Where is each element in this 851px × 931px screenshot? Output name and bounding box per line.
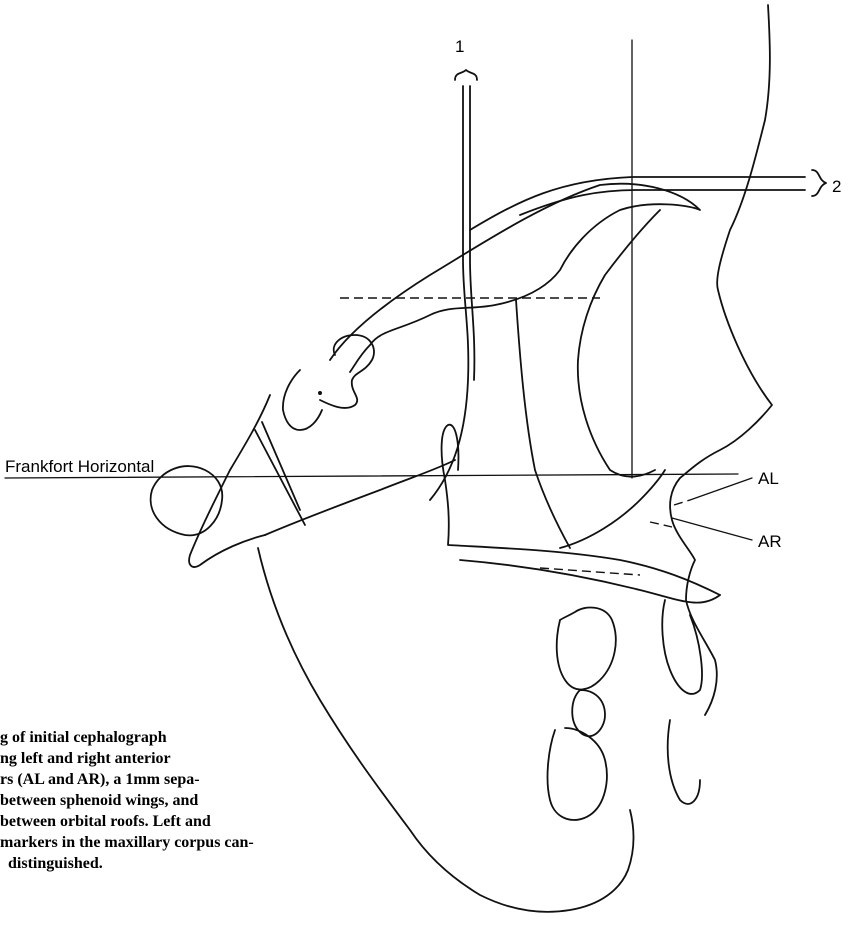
- palate-lower-contour: [460, 560, 720, 603]
- marker-1-label: 1: [455, 37, 464, 56]
- ar-marker: [650, 522, 672, 527]
- mandibular-molar: [548, 728, 607, 820]
- soft-tissue-profile: [670, 5, 772, 715]
- wire-line-right: [470, 86, 474, 380]
- palatal-plane: [442, 425, 720, 595]
- maxillary-molar: [557, 607, 616, 689]
- caption-line: markers in the maxillary corpus can-: [0, 832, 470, 853]
- occipital-contour: [189, 395, 270, 567]
- marker-1-brace: [455, 70, 477, 80]
- al-leader-line: [690, 478, 752, 500]
- wire-line-left: [430, 86, 468, 500]
- anterior-cranial-contour: [330, 184, 700, 372]
- orbit-contour: [578, 210, 660, 477]
- pterygoid-contour: [560, 470, 665, 548]
- caption-line: between orbital roofs. Left and: [0, 811, 470, 832]
- cranial-base-contour: [283, 370, 322, 430]
- caption-line: distinguished.: [0, 853, 470, 874]
- caption-line: between sphenoid wings, and: [0, 790, 470, 811]
- ar-label: AR: [758, 532, 782, 551]
- ramus-contour: [265, 460, 455, 535]
- marker-2-brace: [812, 170, 826, 196]
- al-marker: [674, 500, 690, 505]
- figure-caption: g of initial cephalograph ng left and ri…: [0, 727, 470, 874]
- incisor-lower: [668, 720, 700, 804]
- posterior-maxilla-contour: [516, 300, 570, 548]
- incisor-upper: [662, 600, 702, 694]
- caption-line: rs (AL and AR), a 1mm sepa-: [0, 769, 470, 790]
- al-label: AL: [758, 469, 779, 488]
- marker-2-label: 2: [832, 177, 841, 196]
- ar-leader-line: [672, 518, 752, 540]
- sella-contour: [320, 335, 374, 408]
- orbital-roof-line-lower: [520, 190, 805, 215]
- frankfort-horizontal-label: Frankfort Horizontal: [5, 457, 154, 476]
- caption-line: ng left and right anterior: [0, 748, 470, 769]
- caption-line: g of initial cephalograph: [0, 727, 470, 748]
- condyle-contour: [255, 422, 305, 525]
- sella-point: [318, 391, 322, 395]
